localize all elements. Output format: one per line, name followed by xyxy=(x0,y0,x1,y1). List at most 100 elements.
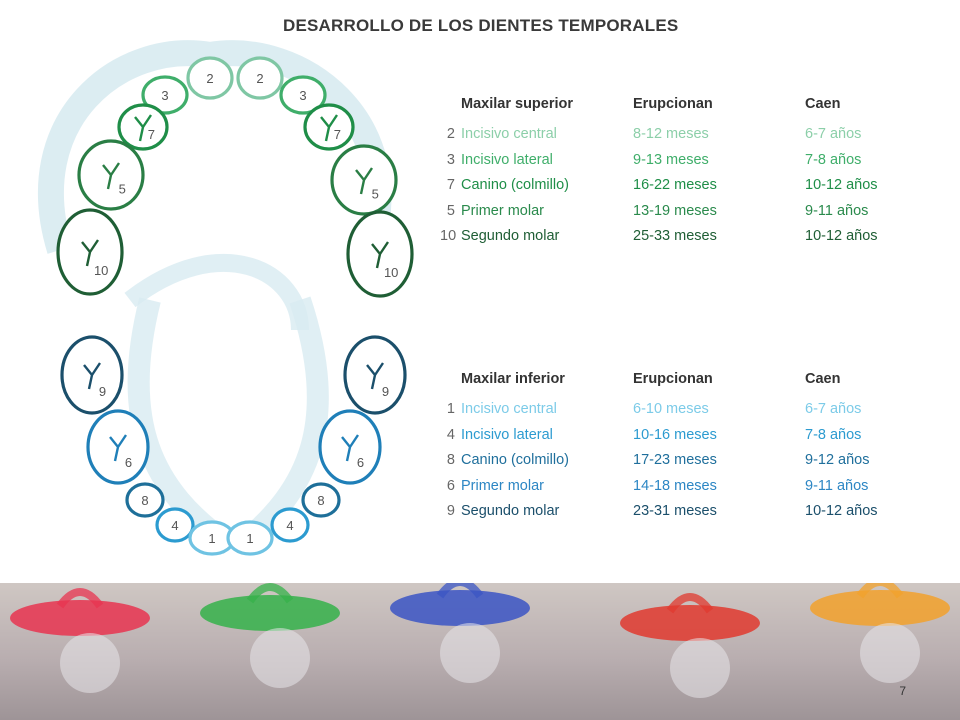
tooth-name: Primer molar xyxy=(461,477,544,494)
pacifier-shape xyxy=(810,583,950,683)
erupt-age: 25-33 meses xyxy=(633,228,717,245)
table-header: Maxilar superior Erupcionan Caen xyxy=(440,96,910,116)
pacifier-shape xyxy=(620,593,760,698)
tooth-number: 2 xyxy=(446,126,455,142)
tooth-label: 10 xyxy=(94,263,108,278)
tooth-shape xyxy=(236,56,284,100)
upper-tooth: 2 xyxy=(186,56,234,100)
tooth-fissure xyxy=(320,114,338,142)
fall-age: 9-11 años xyxy=(805,202,869,219)
tooth-number: 10 xyxy=(440,228,457,245)
tooth-shape xyxy=(279,75,327,115)
tooth-label: 8 xyxy=(317,493,324,508)
tooth-fissure xyxy=(366,362,384,390)
tooth-fissure xyxy=(371,241,389,269)
erupt-age: 14-18 meses xyxy=(633,477,717,494)
tooth-shape xyxy=(270,507,310,543)
tooth-name: Canino (colmillo) xyxy=(461,452,569,469)
tooth-fissure xyxy=(109,434,127,462)
tooth-name: Incisivo lateral xyxy=(461,426,553,443)
pacifiers-picture xyxy=(10,583,950,698)
tooth-label: 9 xyxy=(99,384,106,399)
tooth-number: 9 xyxy=(446,503,455,520)
fall-age: 10-12 años xyxy=(805,228,878,245)
tooth-label: 5 xyxy=(372,187,379,202)
pacifiers-banner-image: 7 xyxy=(0,583,960,720)
pacifier-shape xyxy=(200,583,340,688)
erupt-age: 13-19 meses xyxy=(633,202,717,219)
erupt-age: 9-13 meses xyxy=(633,151,709,168)
lower-tooth: 1 xyxy=(226,520,274,556)
tooth-label: 7 xyxy=(148,127,155,142)
tooth-number: 3 xyxy=(446,151,455,168)
upper-tooth: 2 xyxy=(236,56,284,100)
upper-tooth: 10 xyxy=(56,208,124,296)
tooth-shape xyxy=(155,507,195,543)
pacifier-shape xyxy=(390,583,530,683)
fall-age: 7-8 años xyxy=(805,426,862,443)
tooth-number: 4 xyxy=(446,426,455,443)
fall-age: 6-7 años xyxy=(805,401,862,417)
tooth-label: 3 xyxy=(161,88,168,103)
fall-age: 6-7 años xyxy=(805,126,862,142)
header-name: Maxilar superior xyxy=(461,96,574,112)
erupt-age: 10-16 meses xyxy=(633,426,717,443)
tooth-shape xyxy=(226,520,274,556)
tooth-label: 1 xyxy=(208,531,215,546)
tooth-label: 6 xyxy=(357,455,364,470)
page-number: 7 xyxy=(899,684,906,698)
lower-arch-shadow xyxy=(233,296,329,554)
tooth-name: Canino (colmillo) xyxy=(461,177,569,194)
tooth-label: 2 xyxy=(206,71,213,86)
tooth-fissure xyxy=(134,114,152,142)
tooth-number: 7 xyxy=(446,177,455,194)
tooth-label: 2 xyxy=(256,71,263,86)
tooth-name: Segundo molar xyxy=(461,503,560,520)
tooth-label: 5 xyxy=(119,182,126,197)
tooth-label: 3 xyxy=(299,88,306,103)
tooth-label: 7 xyxy=(334,127,341,142)
lower-tooth: 9 xyxy=(343,335,407,415)
header-fall: Caen xyxy=(805,371,841,387)
tooth-number: 1 xyxy=(446,401,455,417)
page-title: DESARROLLO DE LOS DIENTES TEMPORALES xyxy=(283,16,679,35)
lower-tooth: 9 xyxy=(60,335,124,415)
upper-tooth: 5 xyxy=(77,139,145,211)
tooth-fissure xyxy=(341,434,359,462)
tooth-label: 8 xyxy=(141,493,148,508)
erupt-age: 23-31 meses xyxy=(633,503,717,520)
tooth-shape xyxy=(186,56,234,100)
tooth-name: Incisivo central xyxy=(461,401,557,417)
fall-age: 7-8 años xyxy=(805,151,862,168)
tooth-name: Segundo molar xyxy=(461,228,560,245)
upper-tooth: 3 xyxy=(141,75,189,115)
lower-tooth: 8 xyxy=(125,482,165,518)
lower-tooth: 6 xyxy=(318,409,382,485)
upper-tooth: 5 xyxy=(330,144,398,216)
lower-tooth: 8 xyxy=(301,482,341,518)
table-header: Maxilar inferior Erupcionan Caen xyxy=(440,371,910,391)
tooth-number: 5 xyxy=(446,202,455,219)
tooth-label: 6 xyxy=(125,455,132,470)
tooth-fissure xyxy=(102,162,120,190)
fall-age: 9-12 años xyxy=(805,452,870,469)
header-name: Maxilar inferior xyxy=(461,371,565,387)
tooth-fissure xyxy=(83,362,101,390)
pacifier-shape xyxy=(10,588,150,693)
upper-tooth: 10 xyxy=(346,210,414,298)
tooth-name: Incisivo lateral xyxy=(461,151,553,168)
tooth-fissure xyxy=(355,167,373,195)
fall-age: 9-11 años xyxy=(805,477,869,494)
header-erupt: Erupcionan xyxy=(633,371,713,387)
tooth-shape xyxy=(141,75,189,115)
tooth-shape xyxy=(301,482,341,518)
